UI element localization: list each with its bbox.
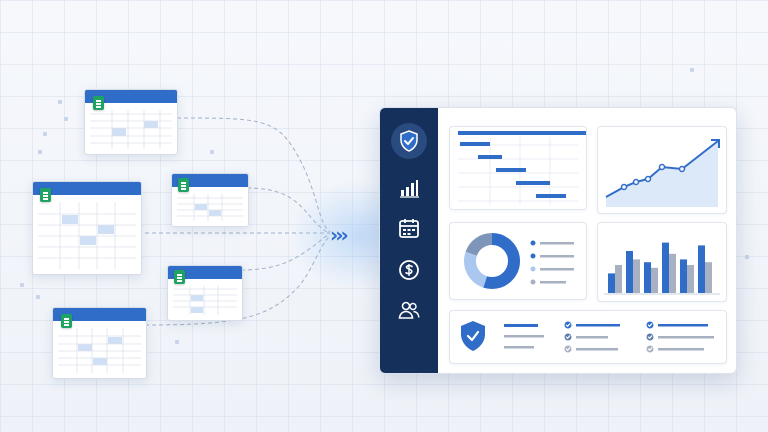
flow-arrows: ››› (330, 223, 349, 247)
decor-dot (58, 100, 62, 104)
dashboard-sidebar (380, 108, 438, 373)
spreadsheet-file-icon (93, 96, 104, 110)
spreadsheet-file-icon (174, 270, 185, 284)
calendar-icon (399, 219, 419, 238)
sidebar-item-schedule[interactable] (394, 213, 424, 243)
bar-chart (604, 242, 720, 295)
bar-chart-card (597, 222, 727, 302)
bar-chart-icon (400, 180, 419, 198)
users-icon (398, 301, 420, 319)
checklist-panel (461, 321, 714, 353)
bar-blue (644, 262, 651, 293)
bar-blue (608, 273, 615, 293)
dollar-icon (399, 260, 419, 280)
bar-blue (662, 242, 669, 293)
donut-chart (464, 233, 574, 289)
decor-dot (745, 255, 749, 259)
bar-blue (680, 259, 687, 293)
sheet-grid (173, 286, 237, 315)
spreadsheet-file-icon (40, 188, 51, 202)
bar-grey (615, 265, 622, 293)
decor-dot (20, 283, 24, 287)
bar-grey (687, 265, 694, 293)
checklist-card (449, 310, 727, 364)
decor-dot (175, 340, 179, 344)
sidebar-item-reports[interactable] (394, 173, 424, 203)
trend-card (597, 126, 727, 214)
bar-grey (669, 253, 676, 293)
sidebar-item-team[interactable] (394, 295, 424, 325)
spreadsheet-file-icon (178, 178, 189, 192)
decor-dot (210, 150, 214, 154)
bar-blue (626, 251, 633, 293)
sidebar-item-security[interactable] (391, 123, 427, 159)
sheet-grid (38, 202, 136, 269)
sheet-grid (58, 328, 141, 373)
decor-dot (43, 132, 47, 136)
bar-blue (698, 245, 705, 293)
gantt-chart (458, 131, 586, 205)
spreadsheet-file-icon (61, 314, 72, 328)
sheet-grid (90, 110, 172, 149)
decor-dot (36, 295, 40, 299)
line-chart-icon (605, 139, 720, 207)
decor-dot (64, 117, 68, 121)
bar-grey (633, 259, 640, 293)
bar-grey (651, 267, 658, 293)
flow-glow (290, 180, 390, 290)
dashboard-window (379, 107, 737, 374)
bar-grey (705, 262, 712, 293)
donut-card (449, 222, 587, 300)
shield-check-icon (400, 130, 418, 152)
decor-dot (38, 150, 42, 154)
gantt-card (449, 126, 587, 210)
sidebar-item-finance[interactable] (394, 255, 424, 285)
sheet-grid (177, 194, 243, 221)
decor-dot (690, 68, 694, 72)
